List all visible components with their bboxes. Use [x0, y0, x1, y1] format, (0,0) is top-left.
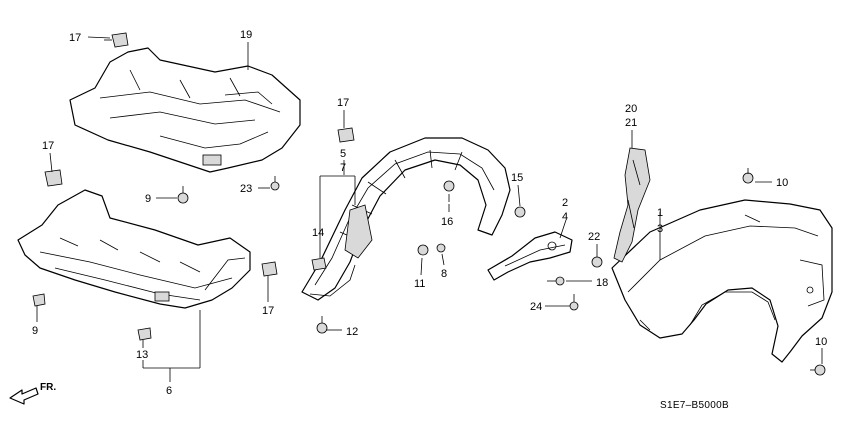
callout-3: 3: [657, 223, 663, 235]
lower-splash-shield: [17, 189, 251, 309]
callout-21: 21: [625, 117, 637, 129]
callout-16: 16: [441, 216, 453, 228]
callout-17: 17: [262, 305, 274, 317]
callout-10: 10: [815, 336, 827, 348]
callout-4: 4: [562, 211, 568, 223]
callout-9: 9: [145, 193, 151, 205]
callout-11: 11: [414, 278, 425, 290]
callout-7: 7: [340, 162, 346, 174]
front-direction-arrow: FR.: [9, 382, 56, 405]
inner-fender-liner: [301, 137, 511, 301]
front-fender: [611, 199, 833, 363]
callout-23: 23: [240, 183, 252, 195]
callout-17: 17: [337, 97, 349, 109]
callout-8: 8: [441, 268, 447, 280]
callout-2: 2: [562, 197, 568, 209]
callout-labels: 17 19 17 5 7 17 9 23 14 15 2 4 16 11 8 2…: [32, 29, 827, 397]
callout-12: 12: [346, 326, 358, 338]
leader-lines: [36, 36, 823, 382]
callout-20: 20: [625, 103, 637, 115]
callout-14: 14: [312, 227, 324, 239]
callout-15: 15: [511, 172, 523, 184]
callout-18: 18: [596, 277, 608, 289]
callout-1: 1: [657, 207, 663, 219]
callout-19: 19: [240, 29, 252, 41]
diagram-code: S1E7–B5000B: [660, 400, 729, 411]
callout-24: 24: [530, 301, 542, 313]
callout-5: 5: [340, 148, 346, 160]
upper-splash-shield: [69, 47, 301, 173]
callout-6: 6: [166, 385, 172, 397]
fender-seal: [613, 147, 651, 263]
callout-22: 22: [588, 231, 600, 243]
callout-10: 10: [776, 177, 788, 189]
callout-9: 9: [32, 325, 38, 337]
bracket: [487, 231, 573, 281]
direction-label: FR.: [40, 382, 56, 393]
callout-13: 13: [136, 349, 148, 361]
fasteners: [32, 32, 826, 376]
callout-17: 17: [42, 140, 54, 152]
callout-17: 17: [69, 32, 81, 44]
